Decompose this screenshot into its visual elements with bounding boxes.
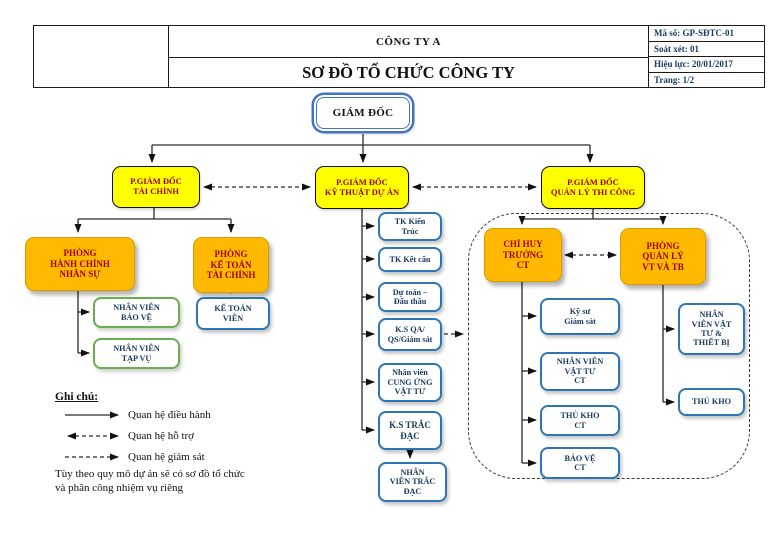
title-block: CÔNG TY A SƠ ĐỒ TỔ CHỨC CÔNG TY Mã số: G… bbox=[33, 25, 765, 88]
meta-page: Trang: 1/2 bbox=[654, 74, 695, 85]
node-director: GIÁM ĐỐC bbox=[316, 97, 410, 129]
node-survey-staff: NHÂN VIÊN TRẮC ĐẠC bbox=[378, 462, 447, 502]
legend-executive-relation: Quan hệ điều hành bbox=[128, 409, 211, 421]
node-accounting-finance-department: PHÒNG KẾ TOÁN TÀI CHÍNH bbox=[193, 237, 269, 293]
node-accountant: KẾ TOÁN VIÊN bbox=[196, 297, 270, 330]
node-site-material-staff: NHÂN VIÊN VẬT TƯ CT bbox=[540, 352, 620, 391]
node-deputy-director-construction-management: P.GIÁM ĐỐC QUẢN LÝ THI CÔNG bbox=[541, 166, 645, 209]
node-janitorial-staff: NHÂN VIÊN TẠP VỤ bbox=[93, 338, 180, 369]
node-structural-design: TK Kết cấu bbox=[378, 247, 442, 272]
node-material-equipment-staff: NHÂN VIÊN VẬT TƯ & THIẾT BỊ bbox=[678, 303, 745, 355]
legend-note: Tùy theo quy mô dự án sẽ có sơ đồ tổ chứ… bbox=[55, 468, 245, 494]
node-site-commander: CHỈ HUY TRƯỞNG CT bbox=[484, 228, 562, 282]
node-security-staff: NHÂN VIÊN BẢO VỆ bbox=[93, 297, 180, 328]
node-site-warehouse-keeper: THỦ KHO CT bbox=[540, 405, 620, 436]
node-material-equipment-management-department: PHÒNG QUẢN LÝ VT VÀ TB bbox=[620, 228, 706, 285]
logo-cell bbox=[34, 26, 169, 87]
node-material-supply-staff: Nhân viên CUNG ỨNG VẬT TƯ bbox=[378, 363, 442, 402]
legend-heading: Ghi chú: bbox=[55, 391, 99, 403]
node-deputy-director-finance: P.GIÁM ĐỐC TÀI CHÍNH bbox=[112, 166, 200, 208]
page-title: SƠ ĐỒ TỔ CHỨC CÔNG TY bbox=[302, 62, 515, 82]
document-meta: Mã số: GP-SĐTC-01 Soát xét: 01 Hiệu lực:… bbox=[649, 26, 764, 87]
node-estimation-bidding: Dự toán – Đấu thầu bbox=[378, 282, 442, 312]
node-site-security: BẢO VỆ CT bbox=[540, 447, 620, 479]
meta-review: Soát xét: 01 bbox=[649, 42, 764, 57]
node-supervision-engineer-site: Kỹ sư Giám sát bbox=[540, 298, 620, 335]
company-name: CÔNG TY A bbox=[169, 26, 648, 58]
node-qa-qs-supervision-engineer: K.S QA/ QS/Giám sát bbox=[378, 318, 442, 351]
node-architectural-design: TK Kiến Trúc bbox=[378, 212, 442, 241]
meta-code: Mã số: GP-SĐTC-01 bbox=[649, 26, 764, 42]
node-survey-engineer: K.S TRẮC ĐẠC bbox=[378, 411, 442, 450]
legend-supervision-relation: Quan hệ giám sát bbox=[128, 451, 205, 463]
node-deputy-director-project-engineering: P.GIÁM ĐỐC KỸ THUẬT DỰ ÁN bbox=[315, 166, 409, 209]
node-admin-hr-department: PHÒNG HÀNH CHÍNH NHÂN SỰ bbox=[25, 237, 135, 291]
meta-effective: Hiệu lực: 20/01/2017 bbox=[649, 57, 764, 73]
node-warehouse-keeper: THỦ KHO bbox=[678, 388, 745, 416]
legend-support-relation: Quan hệ hỗ trợ bbox=[128, 430, 194, 442]
